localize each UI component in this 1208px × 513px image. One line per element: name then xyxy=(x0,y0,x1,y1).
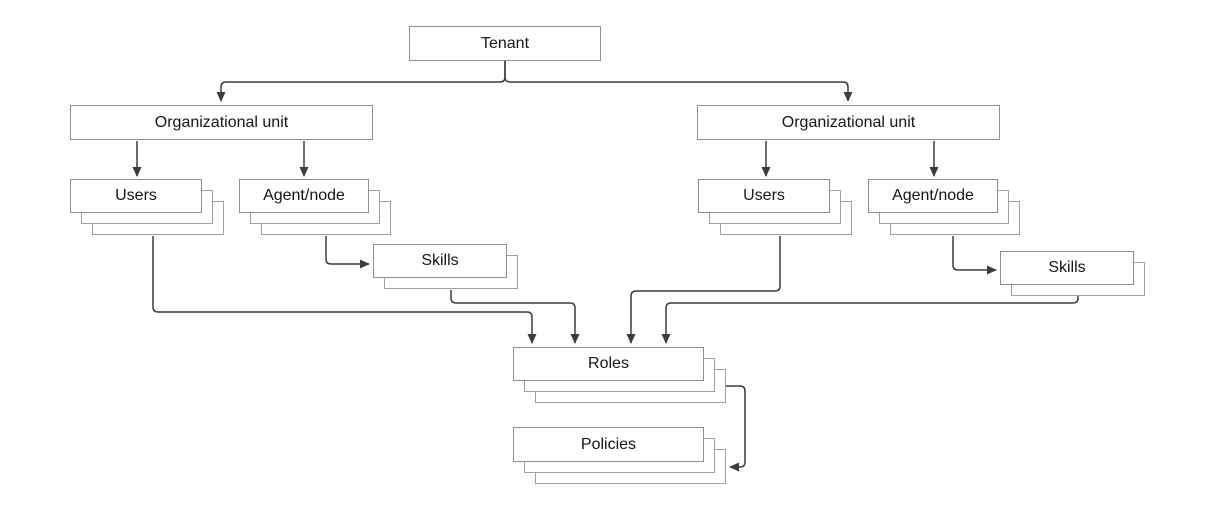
edge-users-right-to-roles xyxy=(626,236,781,344)
node-box: Skills xyxy=(373,244,507,278)
node-roles: Roles xyxy=(513,347,726,403)
node-label: Users xyxy=(743,187,785,204)
node-agent-node-left: Agent/node xyxy=(239,179,391,235)
node-skills-left: Skills xyxy=(373,244,518,289)
node-box: Agent/node xyxy=(868,179,998,213)
node-label: Tenant xyxy=(480,34,530,52)
node-label: Organizational unit xyxy=(781,113,916,131)
node-policies: Policies xyxy=(513,427,726,484)
node-box: Users xyxy=(70,179,202,213)
node-box: Agent/node xyxy=(239,179,369,213)
node-box: Skills xyxy=(1000,251,1134,285)
node-box: Organizational unit xyxy=(70,105,373,140)
node-label: Skills xyxy=(421,252,459,269)
node-label: Agent/node xyxy=(263,187,345,204)
edge-agent-left-to-skills-left xyxy=(325,236,370,269)
edge-skills-left-to-roles xyxy=(450,290,580,344)
node-box: Roles xyxy=(513,347,704,381)
node-skills-right: Skills xyxy=(1000,251,1145,296)
node-organizational-unit-right: Organizational unit xyxy=(697,105,1000,140)
node-users-right: Users xyxy=(698,179,852,235)
node-tenant: Tenant xyxy=(409,26,601,61)
edge-agent-right-to-skills-right xyxy=(952,236,997,275)
node-label: Policies xyxy=(580,435,637,453)
node-box: Organizational unit xyxy=(697,105,1000,140)
node-label: Agent/node xyxy=(892,187,974,204)
edge-skills-right-to-roles xyxy=(661,296,1079,344)
node-label: Users xyxy=(115,187,157,204)
node-box: Tenant xyxy=(409,26,601,61)
node-label: Skills xyxy=(1048,259,1086,276)
node-label: Roles xyxy=(588,355,629,372)
edge-tenant-to-ou-right xyxy=(504,61,853,102)
node-organizational-unit-left: Organizational unit xyxy=(70,105,373,140)
node-agent-node-right: Agent/node xyxy=(868,179,1020,235)
node-label: Organizational unit xyxy=(154,113,289,131)
edge-tenant-to-ou-left xyxy=(216,61,506,102)
edge-roles-to-policies xyxy=(726,385,746,472)
node-box: Policies xyxy=(513,427,704,462)
node-box: Users xyxy=(698,179,830,213)
node-users-left: Users xyxy=(70,179,224,235)
